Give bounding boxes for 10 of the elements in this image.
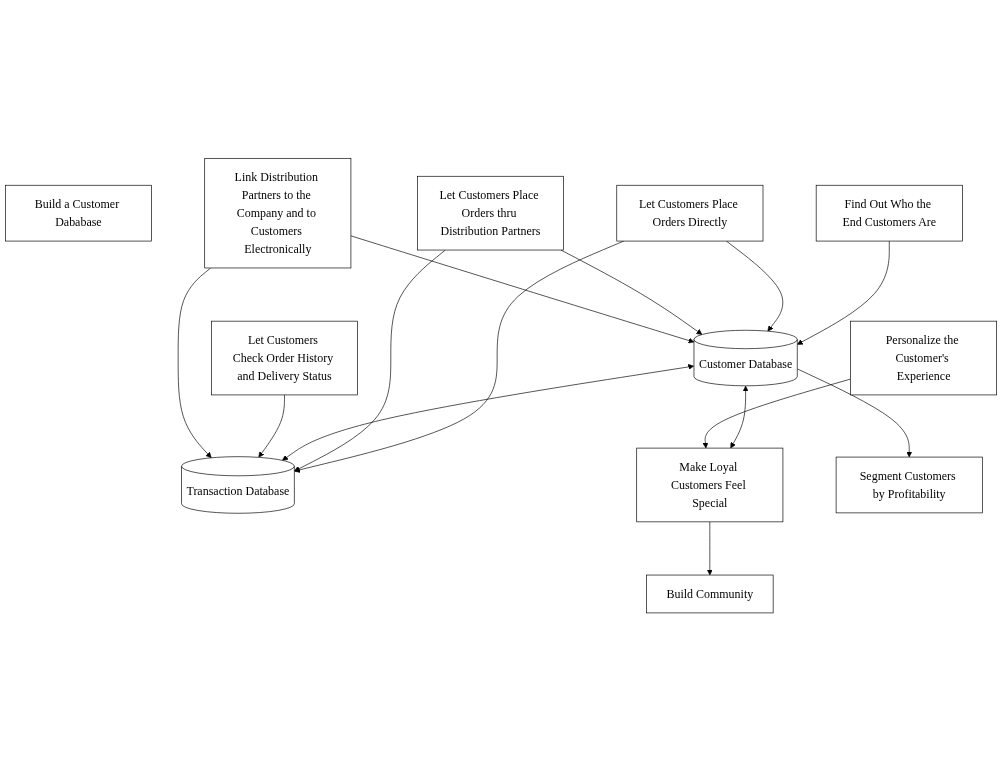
node-box: Let Customers Place Orders thru Distribution Partners bbox=[417, 175, 564, 251]
node-box: Let Customers Check Order History and Delivery Status bbox=[211, 320, 358, 396]
node-box: Let Customers Place Orders Directly bbox=[616, 184, 764, 242]
node-box: Build Community bbox=[646, 574, 774, 614]
node-box: Personalize the Customer's Experience bbox=[850, 320, 997, 396]
node-box: Build a Customer Dababase bbox=[5, 184, 152, 242]
node-box: Make Loyal Customers Feel Special bbox=[636, 447, 784, 523]
node-box: Segment Customers by Profitability bbox=[835, 456, 983, 514]
node-box: Find Out Who the End Customers Are bbox=[815, 184, 963, 242]
node-box: Link Distribution Partners to the Company and to Customers Electronically bbox=[204, 157, 352, 269]
